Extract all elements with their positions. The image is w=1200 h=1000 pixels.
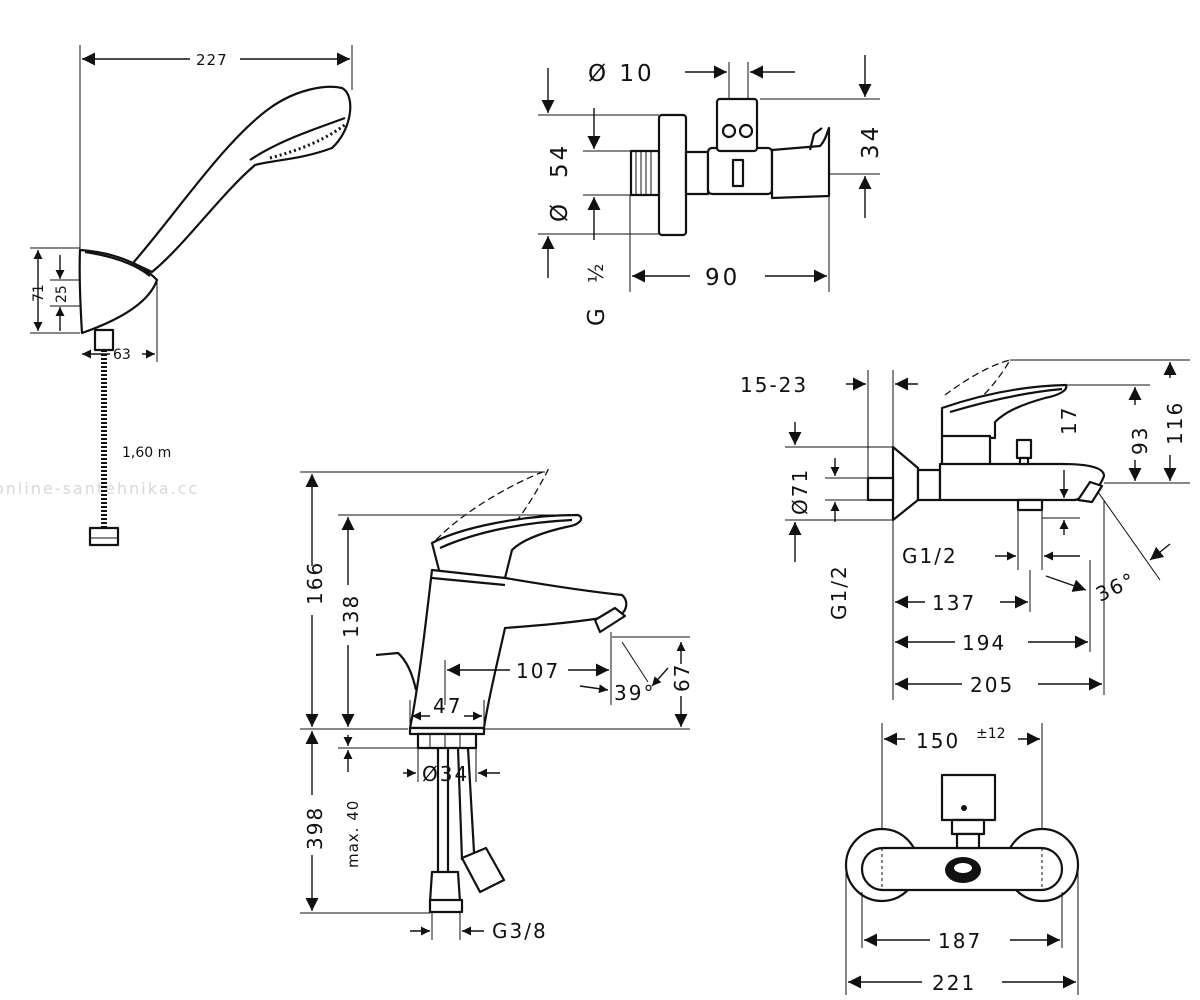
bath-mixer-rosette	[891, 445, 920, 522]
dim-valve-thread-half: ½	[584, 262, 608, 283]
dim-valve-54: 54	[547, 143, 573, 178]
dim-basin-166: 166	[303, 561, 327, 605]
dim-bath-93: 93	[1128, 426, 1152, 455]
bath-mixer-side-drawing: 15-23 116 93 17 Ø71 G1/2 G1/2	[740, 359, 1190, 700]
hand-shower-drawing: 227 71 25 63 1,60 m	[30, 45, 353, 547]
watermark-text: online-santehnika.cc	[0, 479, 199, 498]
bath-mixer-lever	[940, 383, 1068, 440]
basin-mixer-popup-rod	[375, 651, 418, 691]
dim-basin-max40: max. 40	[344, 800, 362, 868]
dim-bath-17: 17	[1057, 406, 1081, 435]
hose-length-label: 1,60 m	[122, 445, 171, 461]
bath-mixer-body	[938, 462, 1106, 502]
bath-mixer-top-drawing: 150 ±12 187 221	[844, 723, 1080, 995]
hand-shower-handle	[131, 85, 352, 274]
basin-mixer-body	[408, 568, 628, 730]
dim-holder-inner: 25	[54, 285, 70, 303]
hand-shower-holder-ring	[84, 250, 151, 277]
bath-top-lever	[940, 773, 997, 822]
hand-shower-holder	[78, 248, 159, 335]
dim-bath-15-23: 15-23	[740, 373, 808, 397]
hand-shower-nozzles	[269, 122, 347, 160]
dim-bath-137: 137	[932, 591, 976, 615]
dim-basin-d34: Ø34	[422, 762, 469, 786]
angle-valve-outlet	[770, 126, 831, 200]
dim-bath-205: 205	[970, 673, 1014, 697]
bath-mixer-diverter	[1015, 438, 1033, 460]
dim-top-tolerance: ±12	[976, 726, 1006, 742]
dim-bath-angle: 36°	[1092, 567, 1140, 606]
dim-holder-width: 63	[113, 347, 131, 363]
dim-bath-g12-outlet: G1/2	[902, 544, 958, 568]
dim-basin-angle: 39°	[614, 681, 655, 705]
hose-connector-bottom	[88, 526, 120, 547]
angle-valve-rosette	[657, 113, 688, 237]
dim-holder-height: 71	[31, 284, 47, 302]
dim-valve-90: 90	[705, 265, 740, 291]
angle-valve-handle	[715, 97, 759, 153]
dim-shower-length: 227	[196, 51, 228, 69]
dim-basin-138: 138	[339, 594, 363, 638]
dim-basin-398: 398	[303, 806, 327, 850]
basin-mixer-supply-hoses	[436, 747, 476, 872]
dim-bath-194: 194	[962, 631, 1006, 655]
dim-top-221: 221	[932, 971, 976, 995]
dim-basin-g38: G3/8	[492, 919, 548, 943]
dim-top-187: 187	[938, 929, 982, 953]
dim-bath-d71: Ø71	[788, 468, 812, 515]
dim-basin-67: 67	[670, 663, 694, 692]
dim-valve-thread-g: G	[584, 305, 610, 326]
dim-valve-34: 34	[858, 124, 884, 159]
dim-basin-47: 47	[433, 694, 462, 718]
dim-bath-116: 116	[1163, 401, 1187, 445]
dim-valve-diameter-10: Ø 10	[588, 61, 655, 87]
dim-basin-107: 107	[516, 659, 560, 683]
hose-connector-top	[93, 328, 115, 352]
dim-top-150: 150	[916, 729, 960, 753]
dim-valve-diameter-symbol: Ø	[547, 201, 573, 222]
basin-mixer-lever	[430, 513, 583, 580]
basin-mixer-drawing: 166 138 67 107 39° 47 398	[300, 468, 694, 943]
hand-shower-head-face	[249, 116, 346, 161]
basin-mixer-mount	[416, 732, 478, 750]
dim-bath-g12-left: G1/2	[827, 564, 851, 620]
angle-valve-body	[684, 150, 710, 196]
angle-valve-drawing: Ø 10 34 54 Ø ½ G 90	[538, 55, 884, 326]
bath-mixer-outlet	[1016, 498, 1044, 512]
